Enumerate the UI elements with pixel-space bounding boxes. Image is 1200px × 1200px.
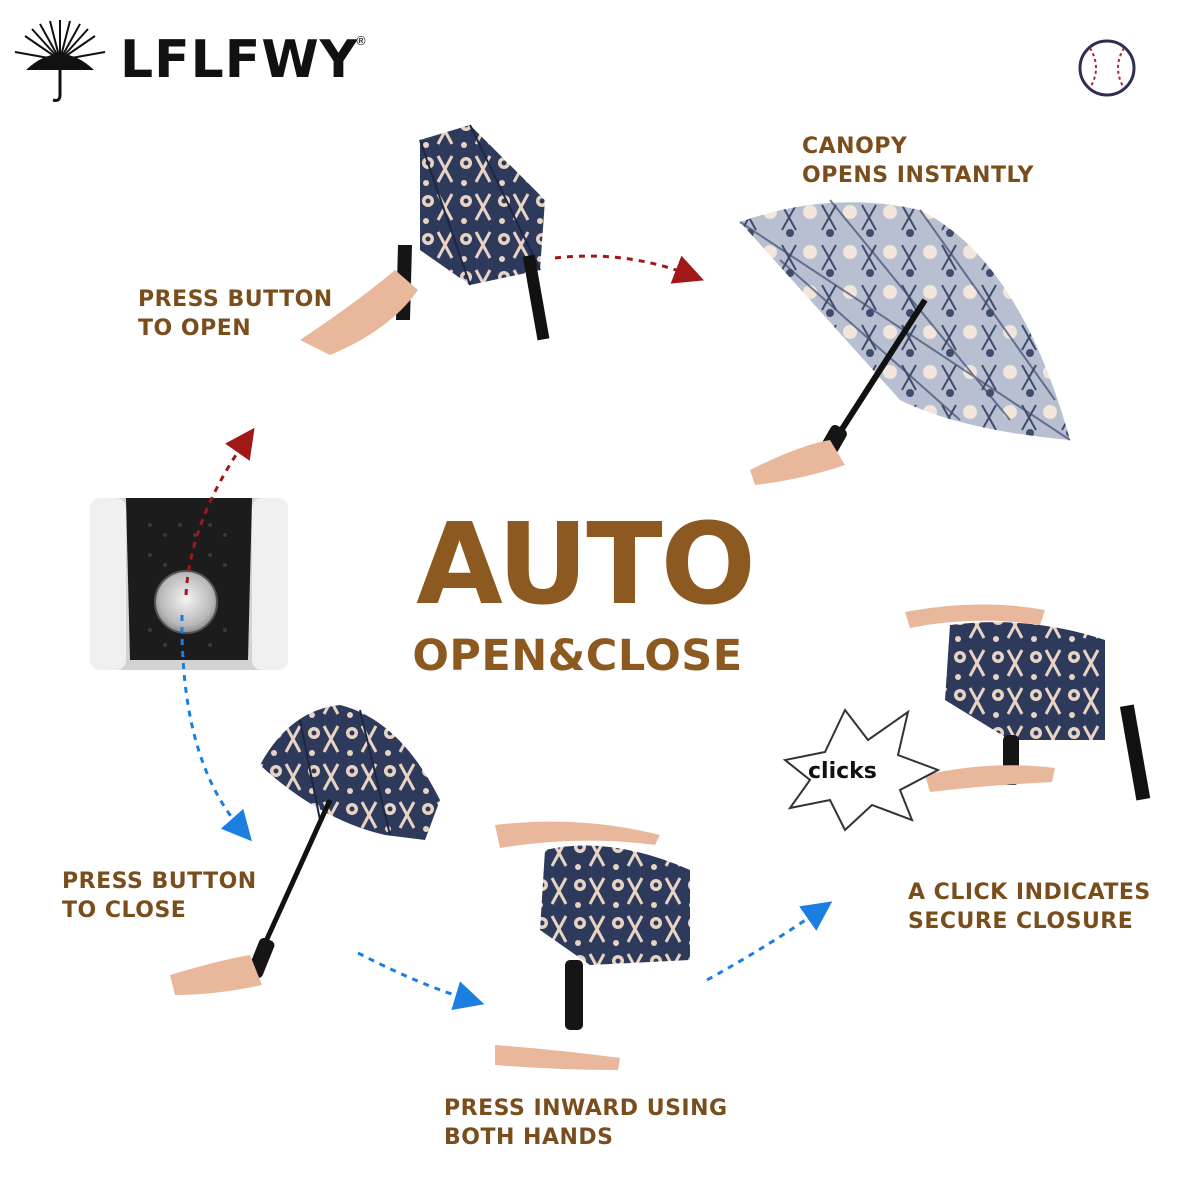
clicks-label: clicks	[808, 759, 877, 784]
headline-auto: AUTO	[416, 500, 756, 630]
handle-button-closeup-image	[90, 498, 288, 670]
brand-name: LFLFWY	[120, 30, 359, 90]
closing-umbrella-image	[170, 705, 440, 995]
arrow-button-to-open	[184, 427, 255, 596]
headline-open-close: OPEN&CLOSE	[412, 631, 743, 681]
umbrella-sun-logo-icon	[14, 20, 106, 102]
baseball-icon	[1078, 39, 1136, 97]
arrow-close-to-inward	[357, 951, 485, 1011]
arrow-button-to-close	[180, 614, 252, 842]
open-umbrella-image	[739, 199, 1071, 485]
caption-canopy-open: CANOPY OPENS INSTANTLY	[802, 134, 1034, 188]
arrow-inward-to-click	[706, 901, 833, 982]
caption-click-secure: A CLICK INDICATES SECURE CLOSURE	[908, 880, 1151, 934]
registered-mark: ®	[355, 34, 367, 48]
secure-closure-image	[905, 604, 1151, 801]
caption-press-close: PRESS BUTTON TO CLOSE	[62, 869, 257, 923]
starburst-icon	[782, 708, 941, 832]
caption-press-inward: PRESS INWARD USING BOTH HANDS	[444, 1096, 728, 1150]
caption-press-open: PRESS BUTTON TO OPEN	[138, 287, 333, 341]
arrow-open-to-canopy	[554, 254, 705, 284]
pressing-inward-image	[495, 821, 690, 1070]
closed-umbrella-image	[300, 124, 550, 355]
